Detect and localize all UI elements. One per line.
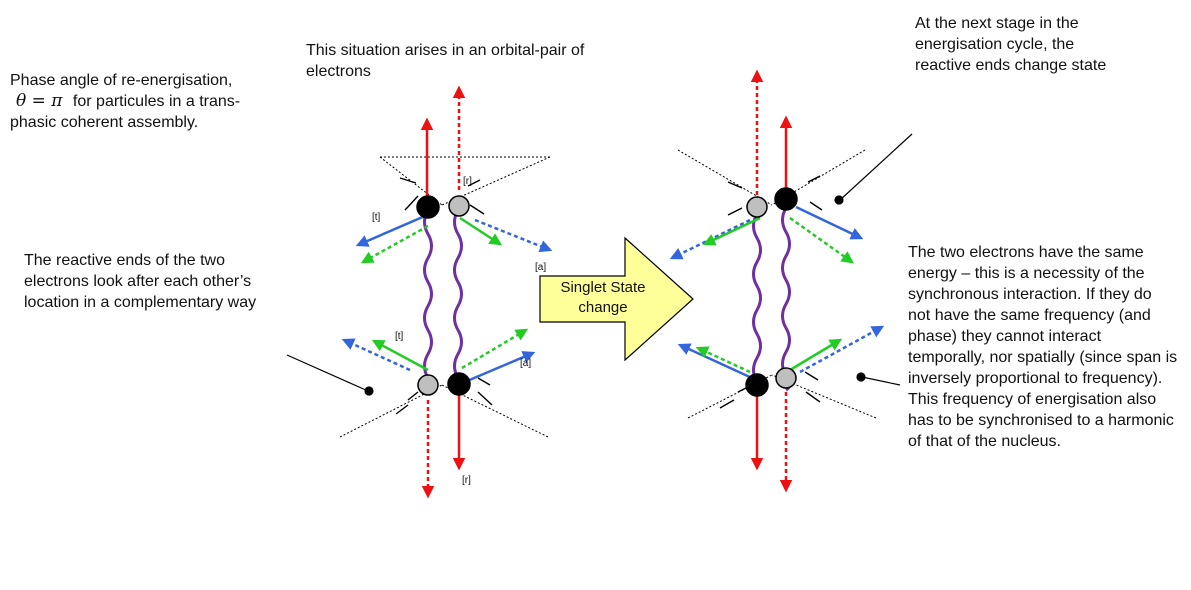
- green-arrow: [702, 216, 761, 246]
- theta-equals-pi: θ = π: [16, 91, 63, 111]
- situation-text: This situation arises in an orbital-pair…: [306, 42, 585, 80]
- grey-particle: [746, 196, 768, 218]
- bond-wave-left: [423, 209, 433, 394]
- phase-angle-text: Phase angle of re-energisation, θ = π fo…: [10, 70, 245, 133]
- label-t-top: [t]: [372, 212, 381, 223]
- bond-wave-left: [752, 213, 762, 398]
- black-particle: [745, 373, 769, 397]
- green-dotted-arrow: [695, 346, 751, 374]
- left-configuration: [339, 85, 553, 499]
- callout-lines: [286, 133, 913, 396]
- singlet-state-label: Singlet State change: [560, 279, 646, 316]
- grey-particle: [775, 367, 797, 389]
- label-a-top: [a]: [535, 262, 547, 273]
- right-configuration: [669, 69, 885, 493]
- tick-marks: [719, 175, 823, 409]
- blue-arrow: [355, 214, 426, 247]
- tick-marks: [395, 177, 493, 415]
- green-dotted-arrow: [461, 328, 529, 370]
- bond-wave-right: [453, 209, 463, 394]
- next-stage-text: At the next stage in the energisation cy…: [915, 15, 1107, 74]
- black-particle: [774, 187, 798, 211]
- blue-dotted-arrow: [669, 218, 751, 260]
- green-arrow: [371, 339, 429, 372]
- black-particle: [416, 195, 440, 219]
- block-arrow: [539, 236, 694, 362]
- green-arrow: [789, 338, 843, 372]
- label-t-bottom: [t]: [395, 331, 404, 342]
- guide-lines: [339, 156, 551, 438]
- label-r-top: [r]: [463, 176, 472, 187]
- label-a-bottom: [a]: [520, 358, 532, 369]
- reactive-ends-text: The reactive ends of the two electrons l…: [24, 252, 257, 311]
- grey-particle: [448, 195, 470, 217]
- blue-dotted-arrow: [799, 325, 885, 374]
- same-energy-text: The two electrons have the same energy –…: [908, 244, 1178, 450]
- black-particle: [447, 372, 471, 396]
- green-dotted-arrow: [789, 216, 855, 264]
- label-r-bottom: [r]: [462, 475, 471, 486]
- blue-arrow: [795, 205, 864, 240]
- grey-particle: [417, 374, 439, 396]
- blue-arrow: [677, 343, 753, 380]
- phase-angle-suffix: for particules in a trans-phasic coheren…: [10, 93, 241, 131]
- blue-dotted-arrow: [341, 338, 411, 372]
- blue-arrow: [459, 351, 536, 386]
- green-arrow: [459, 216, 503, 246]
- green-dotted-arrow: [360, 224, 429, 264]
- bond-wave-right: [781, 207, 791, 392]
- phase-angle-prefix: Phase angle of re-energisation,: [10, 72, 233, 89]
